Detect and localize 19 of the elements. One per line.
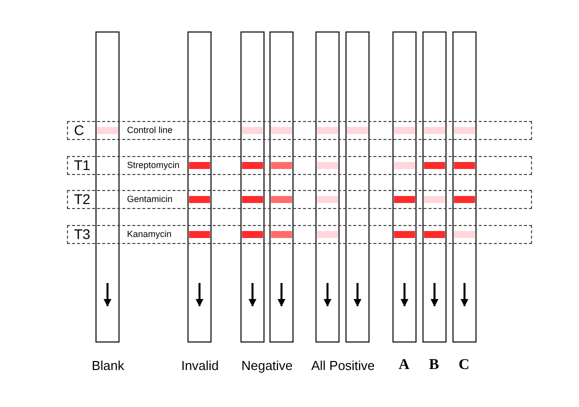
result-label: C [458, 357, 470, 374]
result-label: B [429, 357, 439, 374]
test-line-row [67, 121, 532, 140]
analyte-name: Control line [127, 125, 173, 136]
test-line-row [67, 190, 532, 209]
result-label: Invalid [181, 358, 219, 373]
test-line-row [67, 156, 532, 175]
result-label: Blank [92, 358, 124, 373]
test-line-row [67, 225, 532, 244]
result-label: All Positive [311, 358, 375, 373]
result-label: A [398, 357, 410, 374]
line-code: T3 [74, 226, 90, 243]
line-code: T1 [74, 157, 90, 174]
analyte-name: Streptomycin [127, 160, 180, 171]
analyte-name: Gentamicin [127, 194, 173, 205]
line-code: T2 [74, 191, 90, 208]
line-code: C [74, 122, 84, 139]
analyte-name: Kanamycin [127, 229, 172, 240]
result-label: Negative [241, 358, 293, 373]
